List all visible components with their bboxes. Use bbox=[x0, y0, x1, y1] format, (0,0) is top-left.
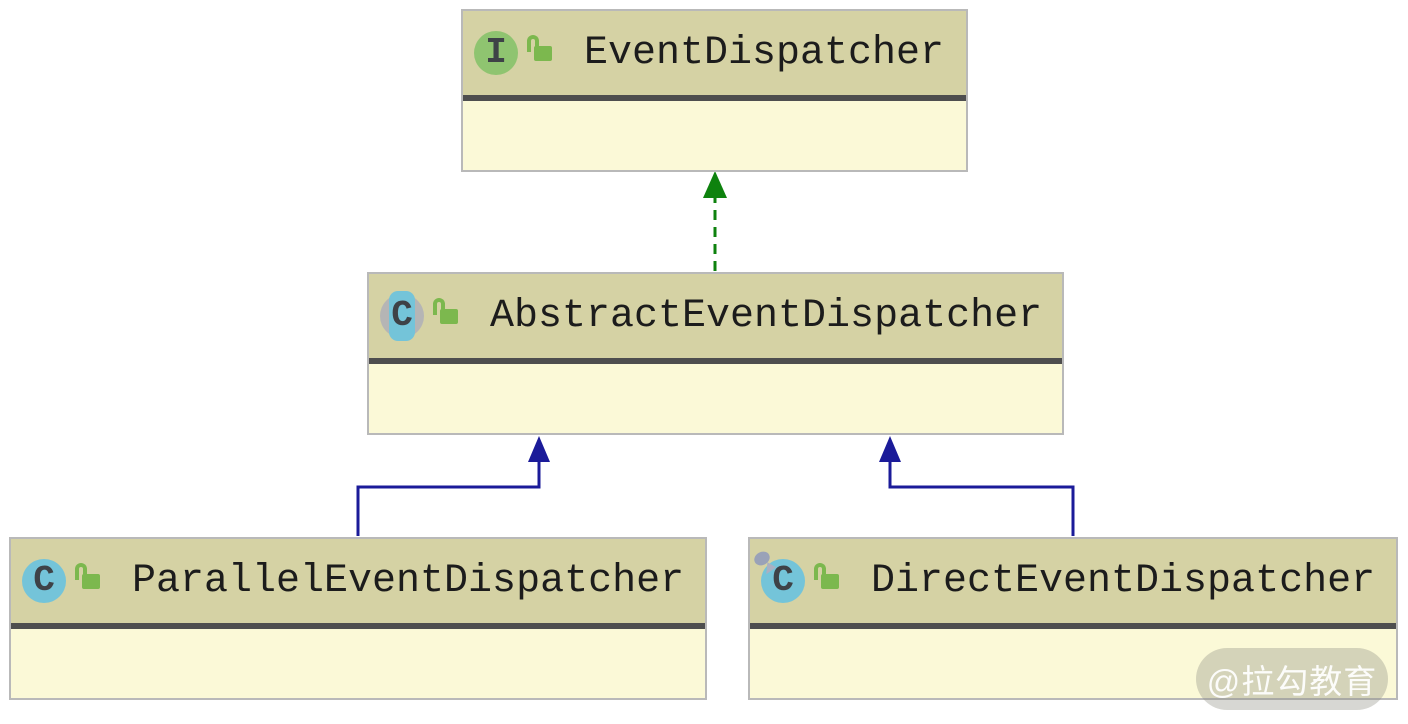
class-icon-letter: C bbox=[772, 560, 794, 601]
class-members-section bbox=[463, 101, 966, 170]
class-node-header: I EventDispatcher bbox=[463, 11, 966, 95]
class-node-eventdispatcher[interactable]: I EventDispatcher bbox=[461, 9, 968, 172]
extends-arrowhead bbox=[528, 436, 550, 462]
interface-icon-circle bbox=[474, 31, 518, 75]
watermark-text: @拉勾教育 bbox=[1206, 663, 1378, 700]
unlocked-icon bbox=[527, 33, 557, 69]
class-icon-circle bbox=[22, 559, 66, 603]
class-node-abstracteventdispatcher[interactable]: C AbstractEventDispatcher bbox=[367, 272, 1064, 435]
class-icon-letter: C bbox=[391, 295, 413, 336]
class-icon-circle bbox=[761, 559, 805, 603]
edge-extends-directeventdispatcher-abstracteventdispatcher bbox=[879, 436, 1075, 536]
class-icon-letter: C bbox=[33, 560, 55, 601]
interface-icon: I bbox=[474, 31, 518, 75]
edge-implements-abstracteventdispatcher-eventdispatcher bbox=[703, 171, 727, 271]
edge-extends-paralleleventdispatcher-abstracteventdispatcher bbox=[356, 436, 550, 536]
header-separator bbox=[369, 358, 1062, 364]
class-name: AbstractEventDispatcher bbox=[490, 293, 1043, 339]
class-node-header: C DirectEventDispatcher bbox=[750, 539, 1396, 623]
unlocked-icon bbox=[433, 296, 463, 332]
interface-icon-letter: I bbox=[485, 32, 507, 73]
unlocked-icon bbox=[75, 561, 105, 597]
header-separator bbox=[11, 623, 705, 629]
unlocked-icon bbox=[814, 561, 844, 597]
header-separator bbox=[750, 623, 1396, 629]
abstract-class-pill: C bbox=[389, 291, 415, 341]
implements-arrowhead bbox=[703, 171, 727, 198]
class-node-directeventdispatcher[interactable]: C DirectEventDispatcher bbox=[748, 537, 1398, 700]
class-members-section bbox=[11, 629, 705, 698]
class-node-header: C AbstractEventDispatcher bbox=[369, 274, 1062, 358]
watermark-badge: @拉勾教育 bbox=[1196, 648, 1388, 710]
header-separator bbox=[463, 95, 966, 101]
class-members-section bbox=[750, 629, 1396, 698]
abstract-class-icon: C bbox=[380, 291, 424, 341]
extends-arrowhead bbox=[879, 436, 901, 462]
class-members-section bbox=[369, 364, 1062, 433]
class-name: EventDispatcher bbox=[584, 30, 945, 76]
class-name: ParallelEventDispatcher bbox=[132, 558, 685, 604]
class-icon: C bbox=[22, 559, 66, 603]
class-node-paralleleventdispatcher[interactable]: C ParallelEventDispatcher bbox=[9, 537, 707, 700]
class-node-header: C ParallelEventDispatcher bbox=[11, 539, 705, 623]
class-name: DirectEventDispatcher bbox=[871, 558, 1376, 604]
class-icon: C bbox=[751, 549, 805, 603]
